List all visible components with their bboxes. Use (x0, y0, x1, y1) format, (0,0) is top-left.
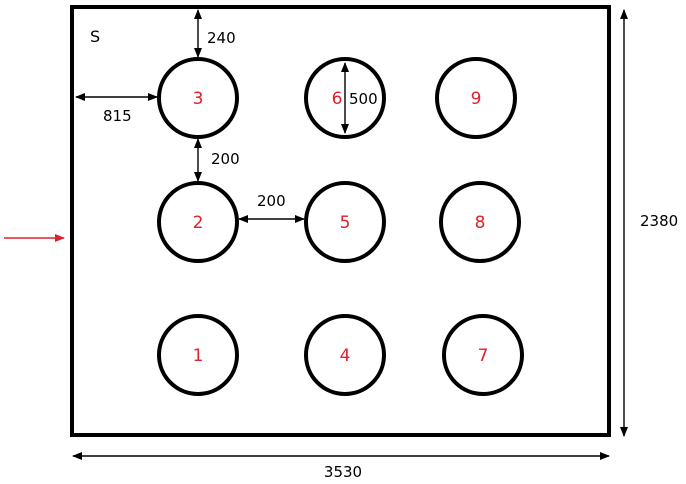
dimension-vertical-spacing: 200 (211, 150, 240, 168)
cylinder-8: 8 (439, 181, 521, 263)
cylinder-1: 1 (157, 314, 239, 396)
dimension-width: 3530 (324, 463, 362, 481)
cylinder-4: 4 (304, 314, 386, 396)
cylinder-label-9: 9 (471, 89, 482, 109)
cylinder-label-7: 7 (478, 346, 489, 366)
cylinder-label-1: 1 (193, 346, 204, 366)
cylinder-label-5: 5 (340, 213, 351, 233)
cylinder-6: 6 (304, 57, 386, 139)
cylinder-9: 9 (435, 57, 517, 139)
cylinder-3: 3 (157, 57, 239, 139)
cylinder-5: 5 (304, 181, 386, 263)
domain-boundary (70, 5, 611, 437)
dimension-left-gap: 815 (103, 107, 132, 125)
dimension-diameter: 500 (349, 90, 378, 108)
cylinder-7: 7 (442, 314, 524, 396)
cylinder-label-6: 6 (332, 89, 343, 109)
cylinder-label-4: 4 (340, 346, 351, 366)
cylinder-label-2: 2 (193, 213, 204, 233)
dimension-horizontal-spacing: 200 (257, 192, 286, 210)
cylinder-label-8: 8 (475, 213, 486, 233)
cylinder-2: 2 (157, 181, 239, 263)
label-s: S (90, 27, 100, 46)
dimension-height: 2380 (640, 212, 678, 230)
dimension-top-gap: 240 (207, 29, 236, 47)
cylinder-label-3: 3 (193, 89, 204, 109)
